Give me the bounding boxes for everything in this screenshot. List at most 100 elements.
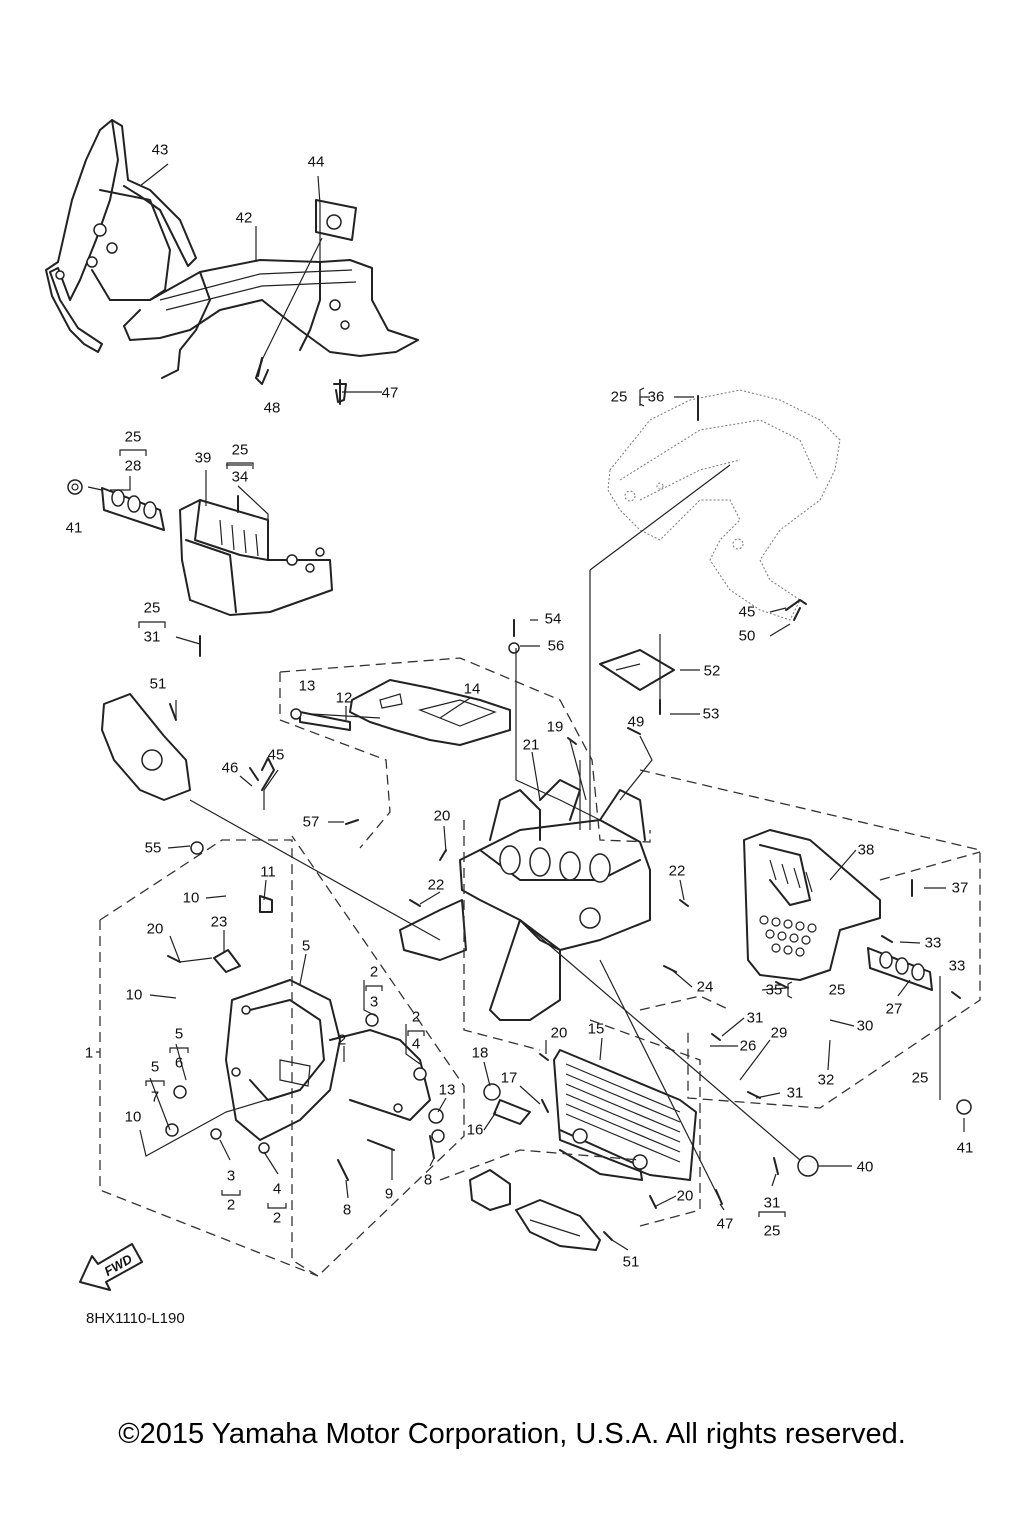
- leader-lines: [87, 163, 965, 1251]
- callout-c6: 6: [175, 1055, 183, 1072]
- callout-c3b: 3: [227, 1168, 235, 1185]
- callout-c4a: 4: [412, 1036, 420, 1053]
- callout-c7: 7: [151, 1089, 159, 1106]
- callout-c35: 35: [766, 982, 783, 999]
- detail-51: [101, 693, 601, 1251]
- callout-c31c: 31: [787, 1085, 804, 1102]
- callout-c25c: 25: [232, 442, 249, 459]
- callout-c13b: 13: [439, 1082, 456, 1099]
- front-bracket-assembly: [165, 841, 445, 1154]
- callout-c25b: 25: [125, 429, 142, 446]
- callout-c31a: 31: [144, 629, 161, 646]
- callout-c16: 16: [467, 1122, 484, 1139]
- callout-c34: 34: [232, 469, 249, 486]
- callout-c5a: 5: [302, 938, 310, 955]
- callout-c25e: 25: [829, 982, 846, 999]
- callout-c25g: 25: [764, 1223, 781, 1240]
- callout-c54: 54: [545, 611, 562, 628]
- callout-c2a: 2: [370, 964, 378, 981]
- callout-c25d: 25: [144, 600, 161, 617]
- callout-c22a: 22: [669, 863, 686, 880]
- callout-c51a: 51: [150, 676, 167, 693]
- callout-c8b: 8: [343, 1202, 351, 1219]
- callout-c21: 21: [523, 737, 540, 754]
- callout-c19: 19: [547, 719, 564, 736]
- callout-c5c: 5: [151, 1059, 159, 1076]
- callout-c51b: 51: [623, 1254, 640, 1271]
- copyright-notice: ©2015 Yamaha Motor Corporation, U.S.A. A…: [118, 1418, 906, 1450]
- callout-c14: 14: [464, 681, 481, 698]
- callout-c40: 40: [857, 1159, 874, 1176]
- callout-c20d: 20: [677, 1188, 694, 1205]
- callout-c42: 42: [236, 210, 253, 227]
- callout-c55: 55: [145, 840, 162, 857]
- callout-c2d: 2: [227, 1197, 235, 1214]
- callout-c45a: 45: [739, 604, 756, 621]
- callout-c5b: 5: [175, 1026, 183, 1043]
- callout-c25f: 25: [912, 1070, 929, 1087]
- hardware: [167, 357, 972, 1241]
- forward-arrow-icon: FWD: [79, 1243, 143, 1291]
- callout-c8a: 8: [424, 1172, 432, 1189]
- plate-14: [290, 679, 511, 746]
- callout-c39: 39: [195, 450, 212, 467]
- callout-c9: 9: [385, 1186, 393, 1203]
- callout-c20c: 20: [551, 1025, 568, 1042]
- frame-front-assembly: [45, 119, 419, 403]
- callout-c13a: 13: [299, 678, 316, 695]
- callout-c10b: 10: [126, 987, 143, 1004]
- cover-38: [743, 829, 881, 981]
- callout-c49: 49: [628, 714, 645, 731]
- callout-c25a: 25: [611, 389, 628, 406]
- callout-c2e: 2: [273, 1210, 281, 1227]
- callout-c26: 26: [740, 1038, 757, 1055]
- protector-39: [179, 499, 333, 616]
- callout-c45b: 45: [268, 747, 285, 764]
- rear-frame-reference: [607, 389, 841, 621]
- callout-c2c: 2: [338, 1032, 346, 1049]
- callout-c46: 46: [222, 760, 239, 777]
- callout-c36: 36: [648, 389, 665, 406]
- callout-c31b: 31: [747, 1010, 764, 1027]
- plate-52: [599, 649, 675, 691]
- callout-c10a: 10: [183, 890, 200, 907]
- callout-c52: 52: [704, 663, 721, 680]
- callout-c37: 37: [952, 880, 969, 897]
- callout-c48: 48: [264, 400, 281, 417]
- callout-c3a: 3: [370, 994, 378, 1011]
- callout-c33a: 33: [925, 935, 942, 952]
- callout-c57: 57: [303, 814, 320, 831]
- callout-c47a: 47: [382, 385, 399, 402]
- callout-c47b: 47: [717, 1216, 734, 1233]
- callout-c30: 30: [857, 1018, 874, 1035]
- callout-c15: 15: [588, 1021, 605, 1038]
- callout-c50: 50: [739, 628, 756, 645]
- callout-c1: 1: [85, 1045, 93, 1062]
- cooler-15: [553, 1049, 697, 1181]
- callout-c11: 11: [260, 864, 276, 881]
- callout-c31d: 31: [764, 1195, 781, 1212]
- callout-c41a: 41: [66, 520, 83, 537]
- callout-c56: 56: [548, 638, 565, 655]
- callout-c32: 32: [818, 1072, 835, 1089]
- callout-c10c: 10: [125, 1109, 142, 1126]
- callout-c17: 17: [501, 1070, 518, 1087]
- callout-c18: 18: [472, 1045, 489, 1062]
- callout-c27: 27: [886, 1001, 903, 1018]
- diagram-code: 8HX1110-L190: [86, 1310, 185, 1327]
- callout-c2b: 2: [412, 1009, 420, 1026]
- main-frame: [399, 779, 651, 1021]
- callout-c20b: 20: [147, 921, 164, 938]
- callout-c44: 44: [308, 154, 325, 171]
- group-boundaries: [99, 657, 981, 1277]
- callout-c43: 43: [152, 142, 169, 159]
- callout-c20a: 20: [434, 808, 451, 825]
- callout-c23: 23: [211, 914, 228, 931]
- callout-c29: 29: [771, 1025, 788, 1042]
- callout-c28: 28: [125, 458, 142, 475]
- callout-c24: 24: [697, 979, 714, 996]
- callout-c4b: 4: [273, 1181, 281, 1198]
- bracket-28: [67, 479, 165, 531]
- bracket-27: [867, 947, 933, 991]
